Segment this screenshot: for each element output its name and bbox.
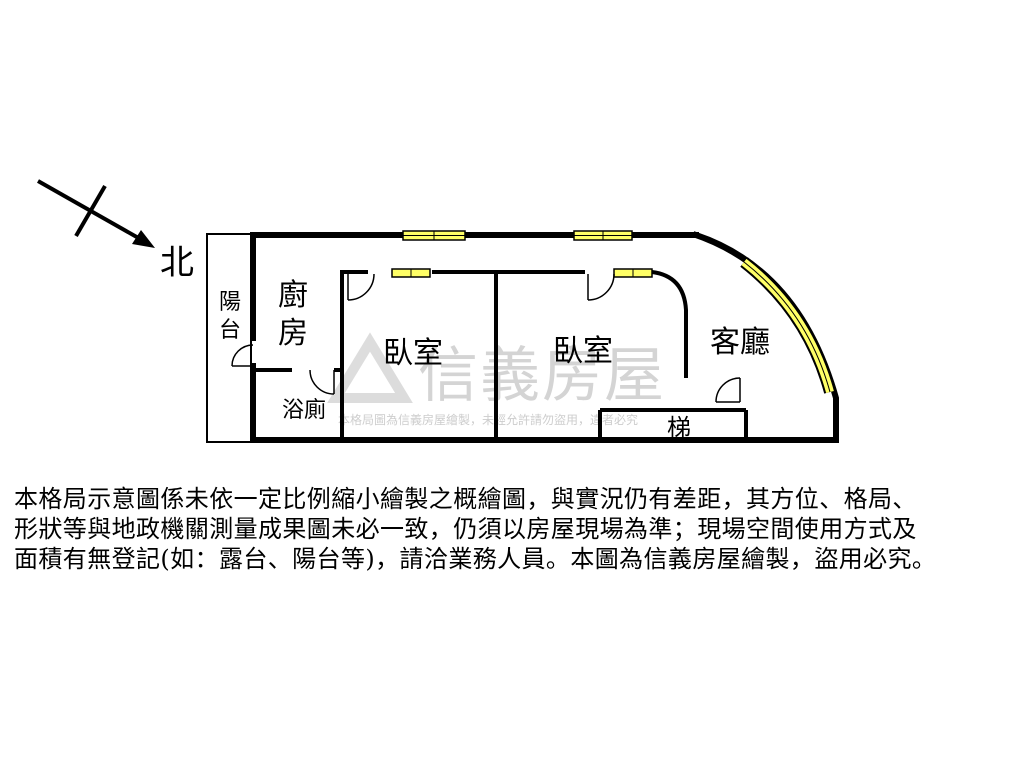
kitchen-label-1: 廚 — [278, 278, 308, 313]
bedroom1-label: 臥室 — [383, 336, 443, 371]
disclaimer-line-2: 形狀等與地政機關測量成果圖未必一致，仍須以房屋現場為準；現場空間使用方式及 — [14, 515, 917, 543]
north-arrow-icon — [37, 179, 155, 248]
disclaimer-line-1: 本格局示意圖係未依一定比例縮小繪製之概繪圖，與實況仍有差距，其方位、格局、 — [14, 485, 917, 513]
windows — [391, 230, 836, 394]
bedroom2-label: 臥室 — [553, 334, 613, 369]
living-room-label: 客廳 — [710, 325, 770, 360]
watermark-notice: 本格局圖為信義房屋繪製，未經允許請勿盜用，違者必究 — [338, 412, 638, 427]
disclaimer-line-3: 面積有無登記(如：露台、陽台等)，請洽業務人員。本圖為信義房屋繪製，盜用必究。 — [14, 545, 937, 573]
disclaimer-text: 本格局示意圖係未依一定比例縮小繪製之概繪圖，與實況仍有差距，其方位、格局、 形狀… — [14, 484, 1014, 574]
stairs-label: 梯 — [667, 414, 691, 442]
doors — [231, 273, 741, 403]
watermark-logo: 信義房屋 本格局圖為信義房屋繪製，未經允許請勿盜用，違者必究 — [327, 332, 666, 427]
kitchen-label-2: 房 — [278, 316, 308, 351]
floor-plan: 北 信義房屋 本格局圖為信義房屋繪製，未經允許請勿盜用，違者必究 — [37, 179, 839, 443]
balcony-label-1: 陽 — [219, 290, 241, 315]
north-label: 北 — [160, 243, 194, 283]
interior-walls — [253, 270, 748, 440]
watermark-brand: 信義房屋 — [418, 341, 666, 411]
balcony-label-2: 台 — [219, 318, 241, 343]
bathroom-label: 浴廁 — [282, 398, 326, 423]
